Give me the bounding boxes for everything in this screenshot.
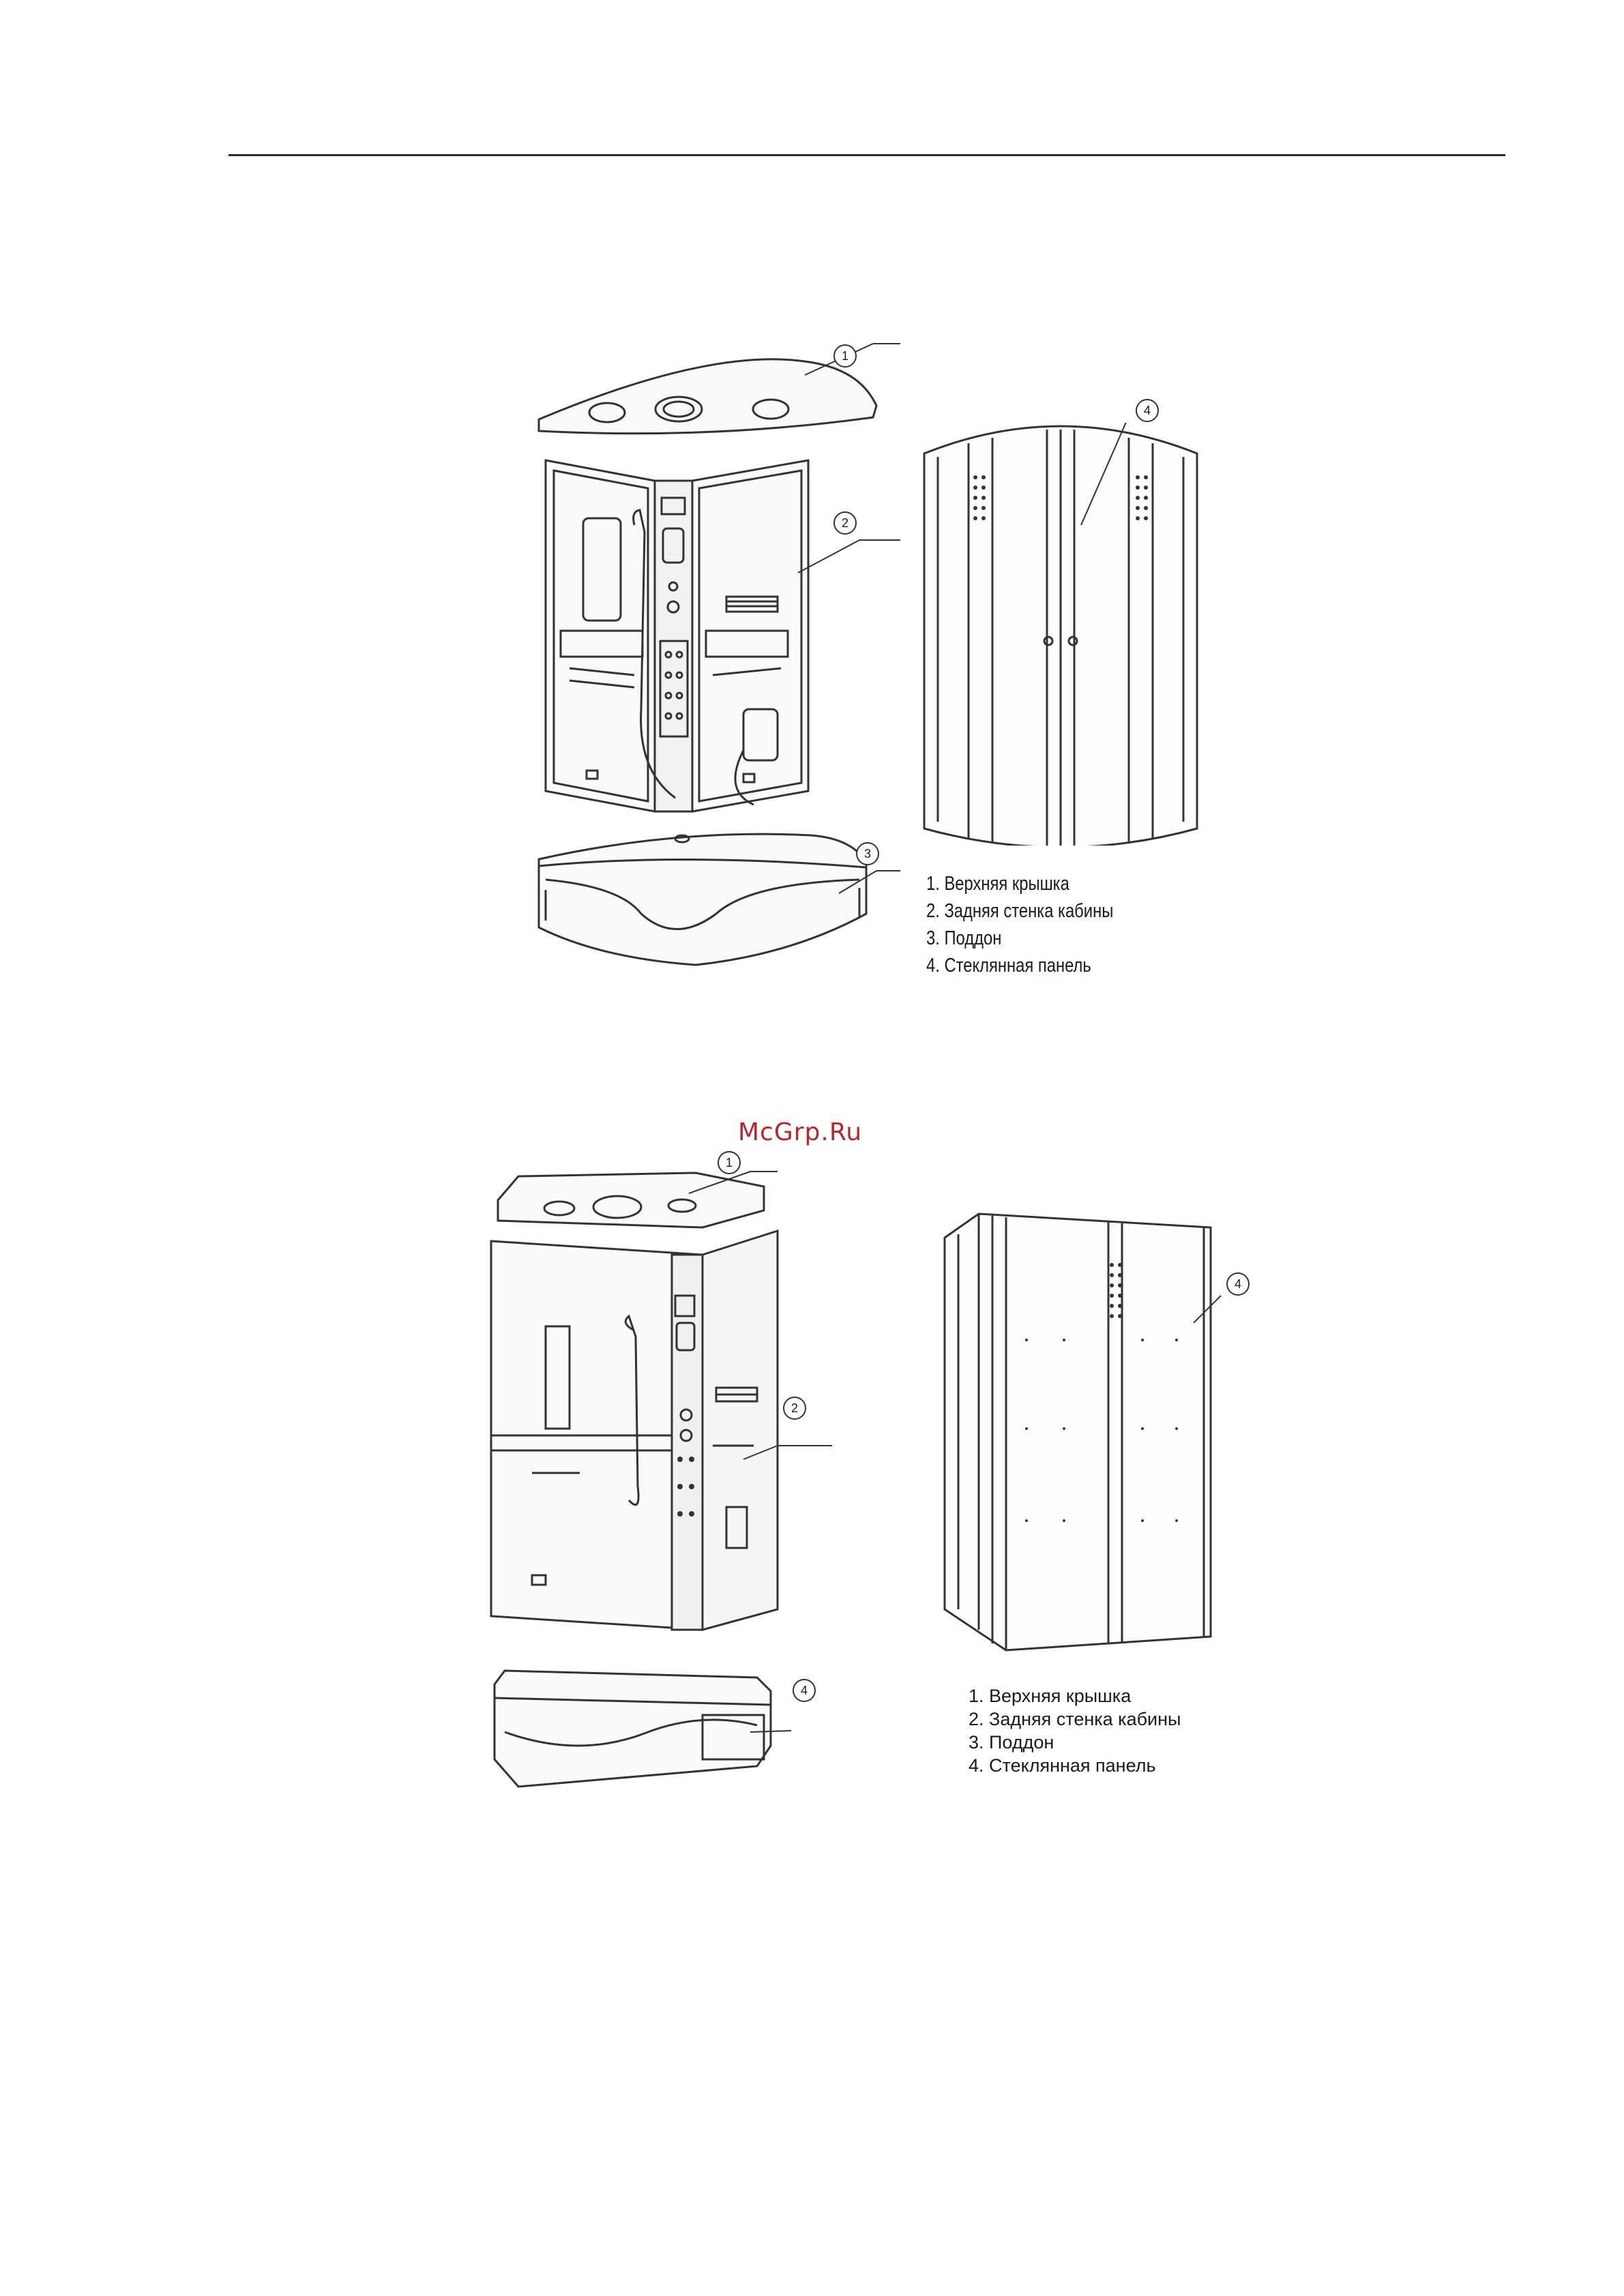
rect-glass-enclosure-drawing	[938, 1200, 1224, 1664]
callout-2-back-wall: 2	[833, 511, 857, 535]
legend-item: 2. Задняя стенка кабины	[926, 897, 1113, 925]
legend-item: 3. Поддон	[926, 925, 1113, 952]
watermark-logo: McGrp.Ru	[738, 1118, 862, 1146]
callout-3-tray: 3	[856, 842, 879, 865]
rect-cabin-exploded-drawing	[477, 1146, 846, 1800]
legend-item: 4. Стеклянная панель	[969, 1754, 1181, 1777]
header-rule	[228, 154, 1505, 156]
callout-1-top-cover: 1	[833, 344, 857, 368]
legend-item: 1. Верхняя крышка	[926, 870, 1113, 897]
callout-4-glass-panel: 4	[1136, 399, 1159, 422]
callout-1-top-cover: 1	[718, 1151, 741, 1174]
legend-item: 3. Поддон	[969, 1731, 1181, 1754]
top-cover-drawing	[539, 359, 876, 434]
legend-item: 1. Верхняя крышка	[969, 1684, 1181, 1708]
shower-tray-drawing	[539, 834, 866, 965]
round-glass-enclosure-drawing	[917, 423, 1204, 846]
legend-item: 4. Стеклянная панель	[926, 952, 1113, 979]
round-cabin-exploded-drawing	[518, 327, 900, 996]
legend-rect-cabin: 1. Верхняя крышка 2. Задняя стенка кабин…	[969, 1684, 1181, 1777]
back-wall-drawing	[491, 1231, 778, 1630]
callout-4-glass-panel: 4	[1226, 1272, 1250, 1296]
callout-4-tray: 4	[793, 1679, 816, 1702]
callout-2-back-wall: 2	[783, 1397, 806, 1420]
legend-round-cabin: 1. Верхняя крышка 2. Задняя стенка кабин…	[926, 870, 1113, 979]
shower-tray-drawing	[494, 1671, 771, 1787]
legend-item: 2. Задняя стенка кабины	[969, 1708, 1181, 1731]
